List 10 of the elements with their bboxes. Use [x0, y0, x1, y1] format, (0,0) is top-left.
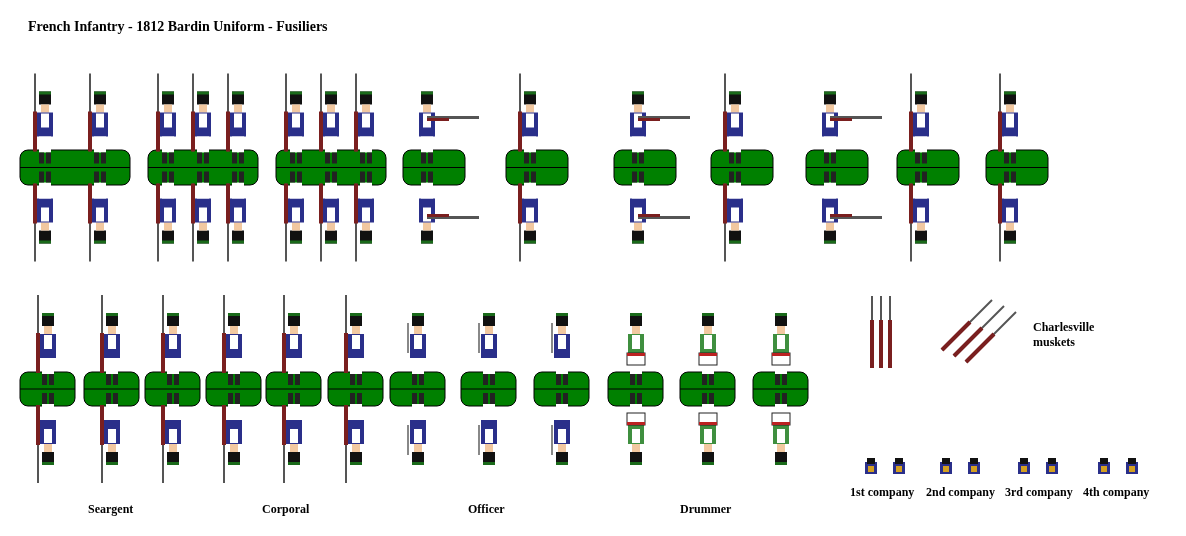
title: French Infantry - 1812 Bardin Uniform - Fusiliers [28, 19, 328, 35]
company-label: 4th company [1083, 485, 1150, 500]
company-label: 1st company [850, 485, 915, 500]
caption-text: Charlesville muskets [1033, 320, 1096, 350]
figure-label: Drummer [680, 502, 732, 517]
figure-label: Corporal [262, 502, 310, 517]
figure-label: Seargent [88, 502, 134, 517]
company-label: 3rd company [1005, 485, 1073, 500]
company-label: 2nd company [926, 485, 996, 500]
figure-label: Officer [468, 502, 505, 517]
